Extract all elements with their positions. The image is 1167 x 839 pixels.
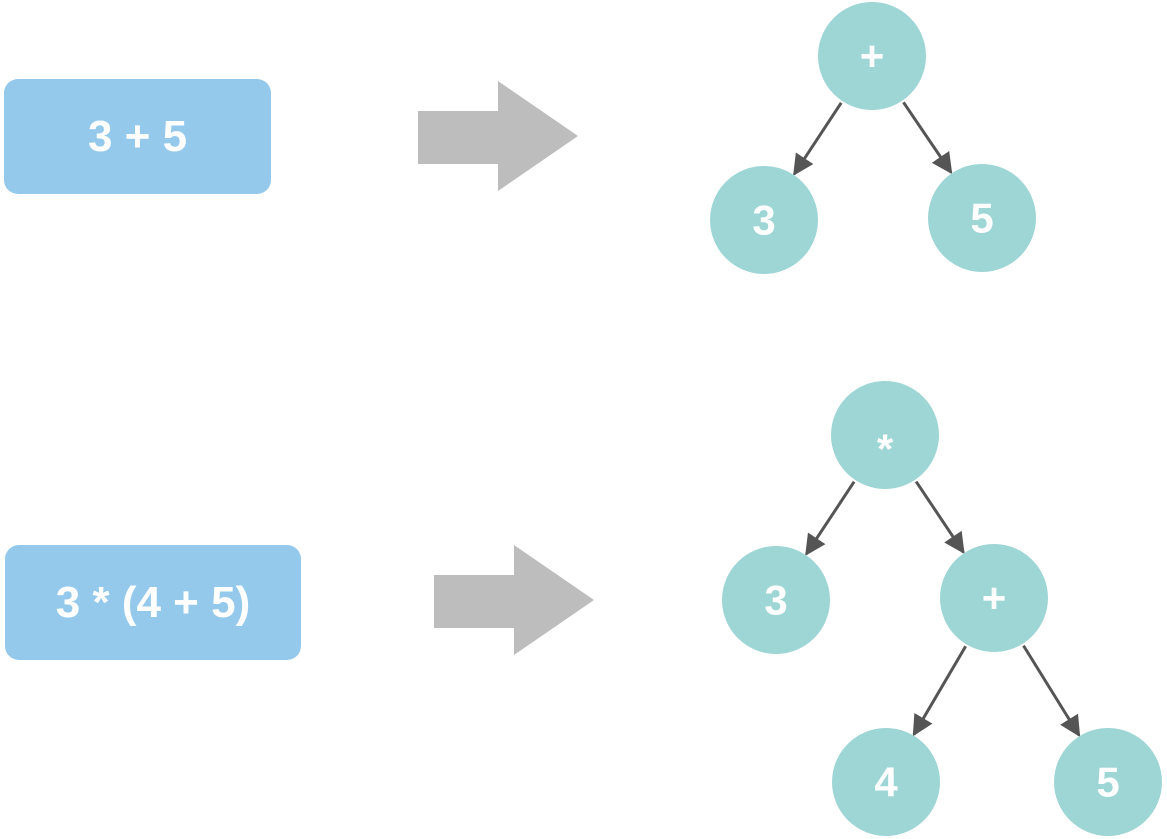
tree-node-label-n2: 3 [752,197,775,244]
tree-node-label-m4: 4 [874,759,898,806]
tree-node-label-m3: + [982,575,1007,622]
expression-text-1: 3 + 5 [87,111,188,161]
expression-text-2: 3 * (4 + 5) [55,577,251,627]
syntax-tree-2: * 3 +4 5 [722,381,1162,836]
tree-edge-m3-m5 [1022,644,1081,738]
tree-edge-m1-m3 [914,480,965,555]
transform-arrow-icon-2 [434,545,594,655]
tree-node-label-m1: * [877,426,894,473]
tree-node-m3 [940,544,1048,652]
tree-node-n3 [928,164,1036,272]
expression-box-2: 3 * (4 + 5) [5,545,301,660]
tree-node-label-m2: 3 [764,577,787,624]
tree-edge-m3-m4 [912,645,967,737]
tree-node-label-n1: + [860,33,885,80]
syntax-tree-1: +3 5 [710,2,1036,274]
tree-node-m5 [1054,728,1162,836]
expression-box-1: 3 + 5 [4,79,271,194]
tree-node-label-m5: 5 [1096,759,1119,806]
tree-node-m4 [832,728,940,836]
tree-node-n2 [710,166,818,274]
transform-arrow-icon-1 [418,81,578,191]
tree-node-n1 [818,2,926,110]
tree-edge-n1-n2 [792,101,843,176]
tree-edge-n1-n3 [902,101,953,175]
tree-node-m2 [722,546,830,654]
tree-node-m1 [831,381,939,489]
tree-edge-m1-m2 [805,480,856,556]
tree-node-label-n3: 5 [970,195,993,242]
